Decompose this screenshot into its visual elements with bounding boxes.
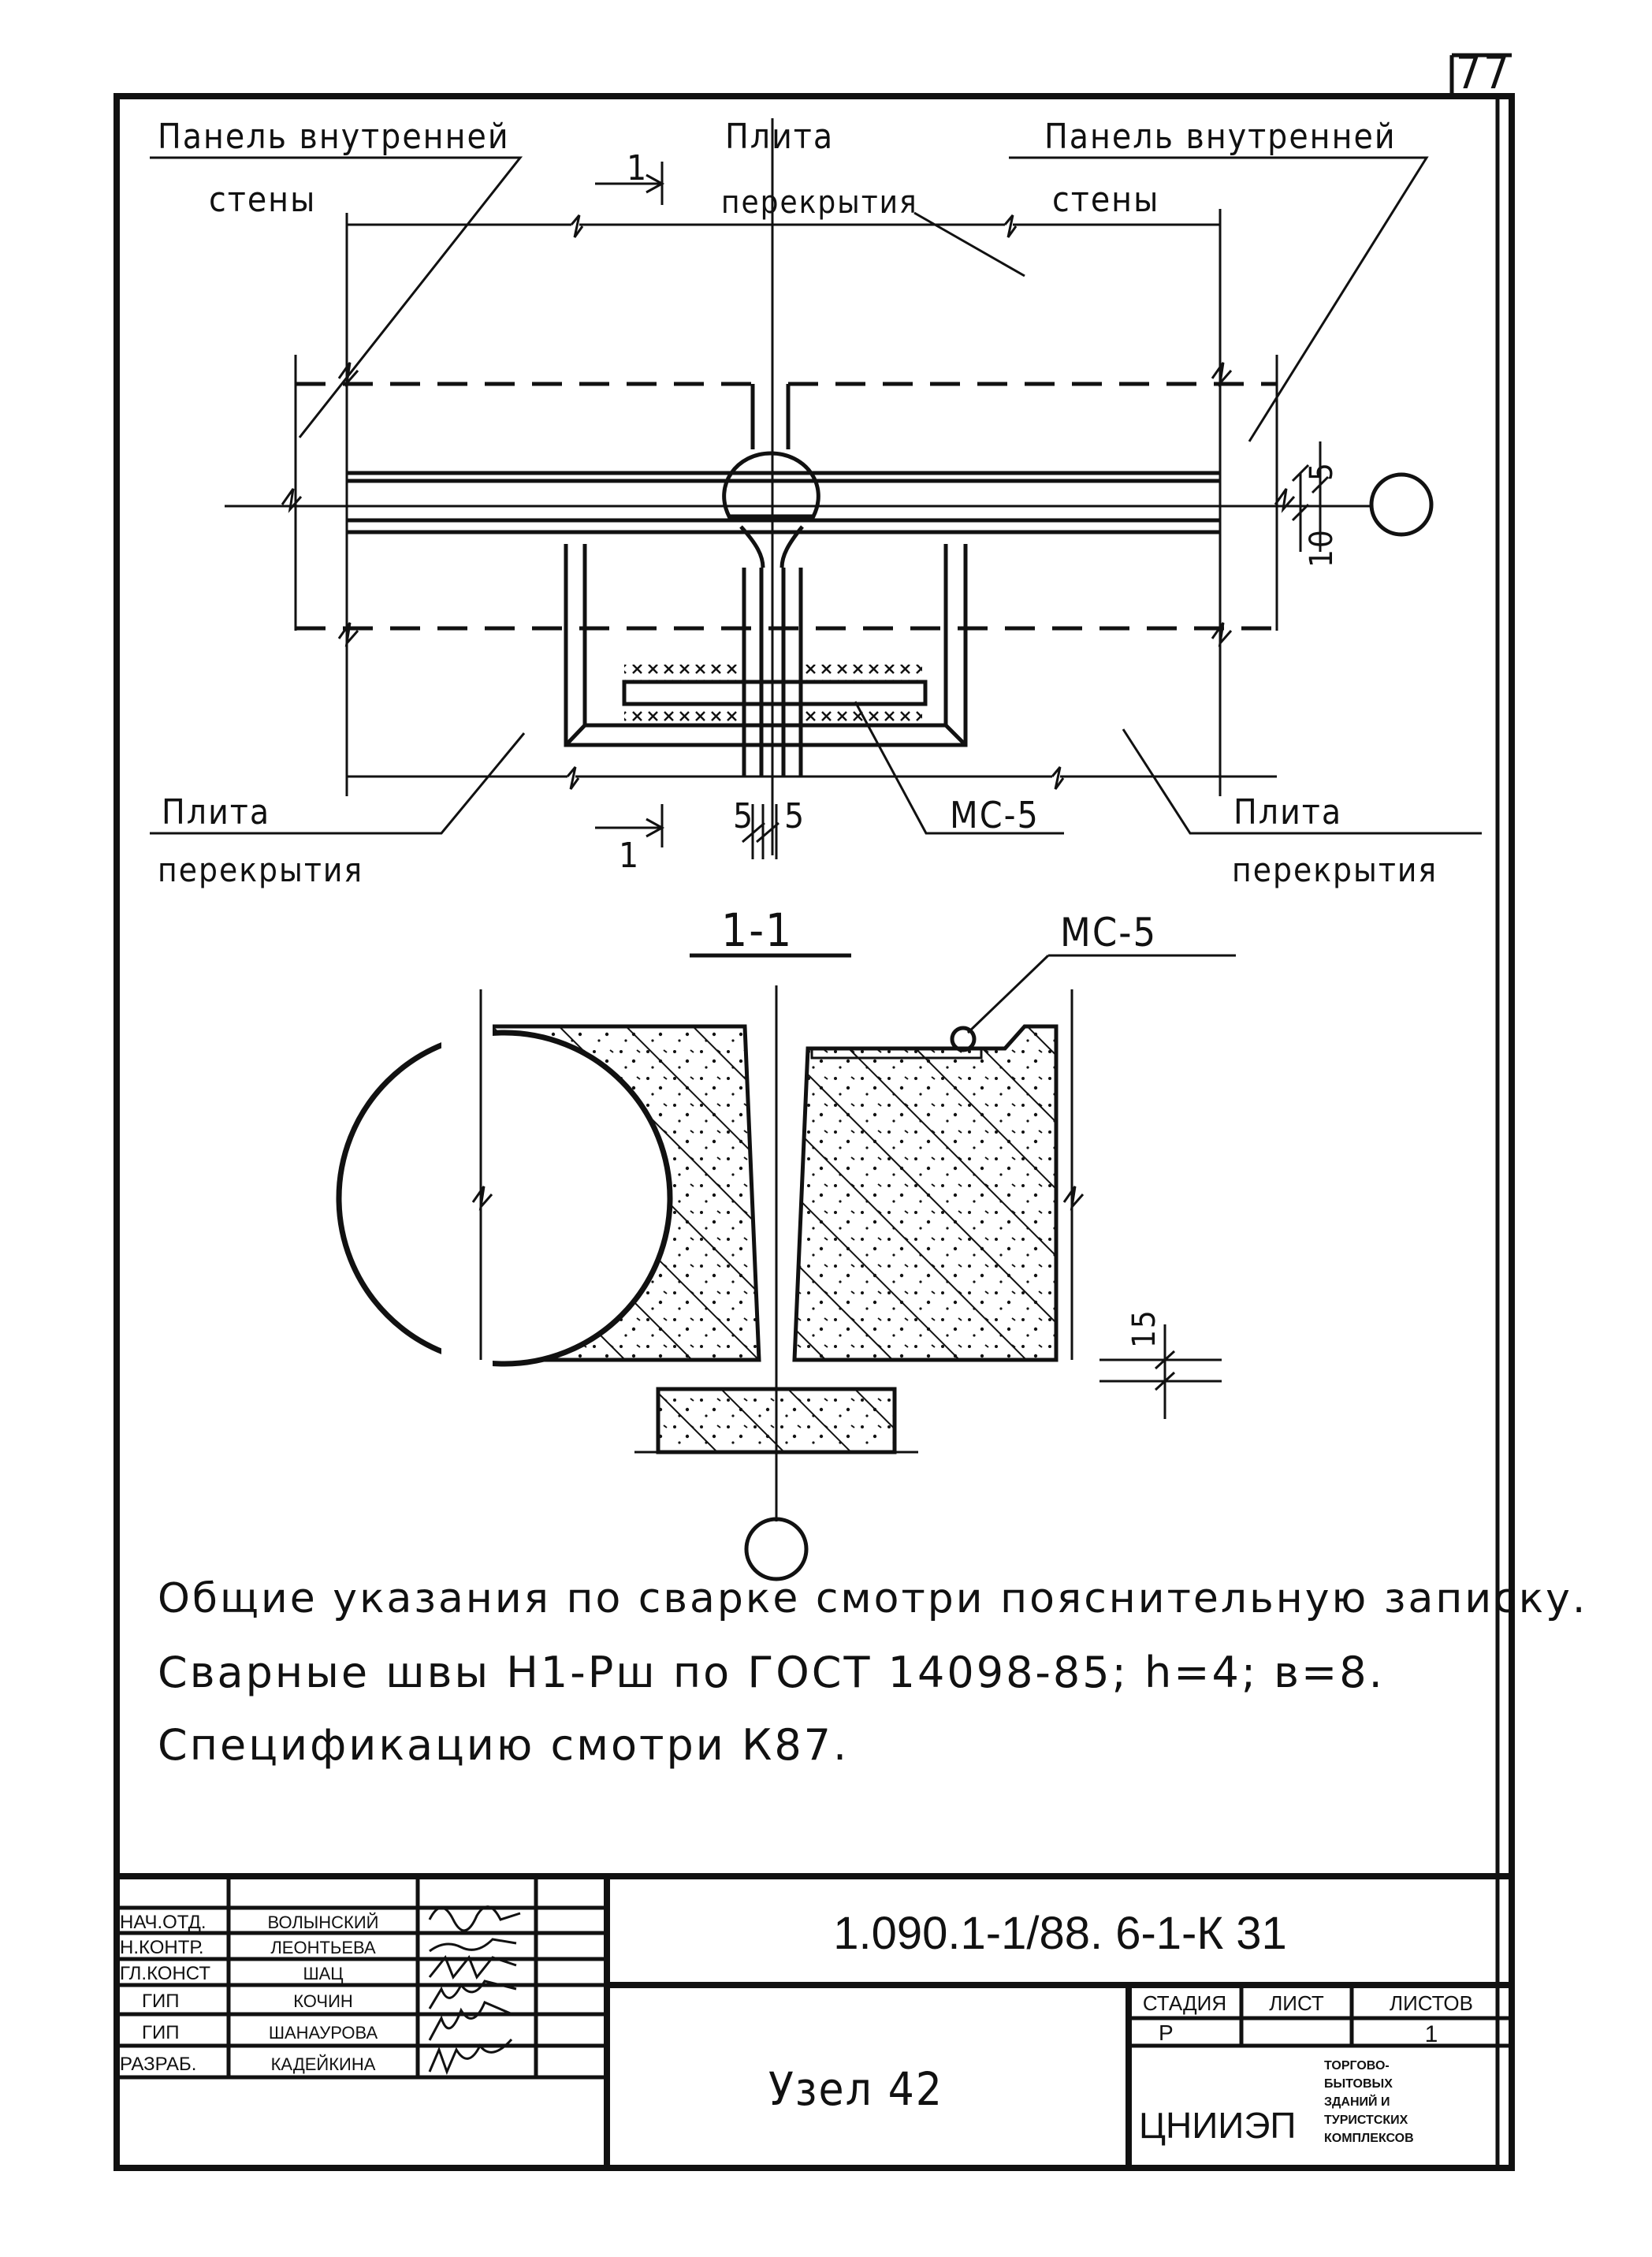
section-plate-label: МС-5 [1060, 910, 1157, 955]
drawing-title: Узел 42 [768, 2062, 943, 2116]
label-top-right-1: Панель внутренней [1044, 117, 1397, 157]
label-bottom-left-1: Плита [162, 792, 270, 832]
org-desc-4: КОМПЛЕКСОВ [1324, 2132, 1414, 2145]
dim-5-left: 5 [733, 796, 754, 836]
stage-header: СТАДИЯ [1143, 1991, 1226, 2015]
name-5: КАДЕЙКИНА [271, 2054, 376, 2074]
dim-10: 10 [1304, 528, 1340, 568]
sheet-number: 77 [1456, 46, 1511, 99]
name-4: ШАНАУРОВА [269, 2023, 378, 2043]
plan-view [150, 118, 1482, 859]
org-desc-1: БЫТОВЫХ [1324, 2077, 1393, 2091]
label-bottom-right-2: перекрытия [1232, 851, 1438, 889]
name-0: ВОЛЫНСКИЙ [268, 1912, 379, 1932]
title-block [117, 1873, 1512, 2168]
role-5: РАЗРАБ. [120, 2054, 196, 2075]
section-mark-bottom: 1 [619, 836, 640, 876]
note-3: Спецификацию смотри К87. [158, 1720, 849, 1770]
org-desc-2: ЗДАНИЙ И [1324, 2094, 1390, 2109]
role-1: Н.КОНТР. [120, 1937, 204, 1958]
plate-label: МС-5 [950, 794, 1040, 836]
organization: ЦНИИЭП [1139, 2105, 1297, 2146]
section-mark-top: 1 [627, 148, 648, 188]
section-view [336, 985, 1222, 1581]
section-plate-leader [966, 954, 1050, 1034]
section-title: 1-1 [721, 903, 793, 957]
dim-15: 15 [1126, 1309, 1163, 1348]
label-top-left-2: стены [209, 180, 316, 220]
label-top-right-2: стены [1052, 180, 1159, 220]
sheet-header: ЛИСТ [1269, 1991, 1324, 2015]
label-bottom-right-1: Плита [1233, 792, 1342, 832]
signatures [428, 1905, 521, 2076]
document-code: 1.090.1-1/88. 6-1-К 31 [833, 1908, 1287, 1959]
stage-value: Р [1159, 2020, 1174, 2045]
label-bottom-left-2: перекрытия [158, 851, 363, 889]
org-desc-3: ТУРИСТСКИХ [1324, 2114, 1408, 2127]
name-3: КОЧИН [293, 1991, 353, 2011]
org-desc-0: ТОРГОВО- [1324, 2059, 1390, 2073]
sheets-header: ЛИСТОВ [1390, 1991, 1473, 2015]
role-4: ГИП [142, 2022, 180, 2043]
role-3: ГИП [142, 1991, 180, 2012]
note-2: Сварные швы Н1-Рш по ГОСТ 14098-85; h=4;… [158, 1648, 1385, 1697]
name-1: ЛЕОНТЬЕВА [270, 1938, 376, 1957]
label-top-left-1: Панель внутренней [158, 117, 510, 157]
role-0: НАЧ.ОТД. [120, 1912, 206, 1933]
name-2: ШАЦ [303, 1964, 343, 1983]
label-top-center-2: перекрытия [721, 184, 918, 221]
note-1: Общие указания по сварке смотри поясните… [158, 1575, 1587, 1622]
dim-5-vertical: 5 [1304, 461, 1340, 481]
sheet-frame [113, 53, 1515, 2171]
dim-5-right: 5 [784, 796, 806, 836]
role-2: ГЛ.КОНСТ [120, 1963, 210, 1984]
label-top-center-1: Плита [725, 117, 834, 157]
sheets-value: 1 [1425, 2021, 1438, 2047]
